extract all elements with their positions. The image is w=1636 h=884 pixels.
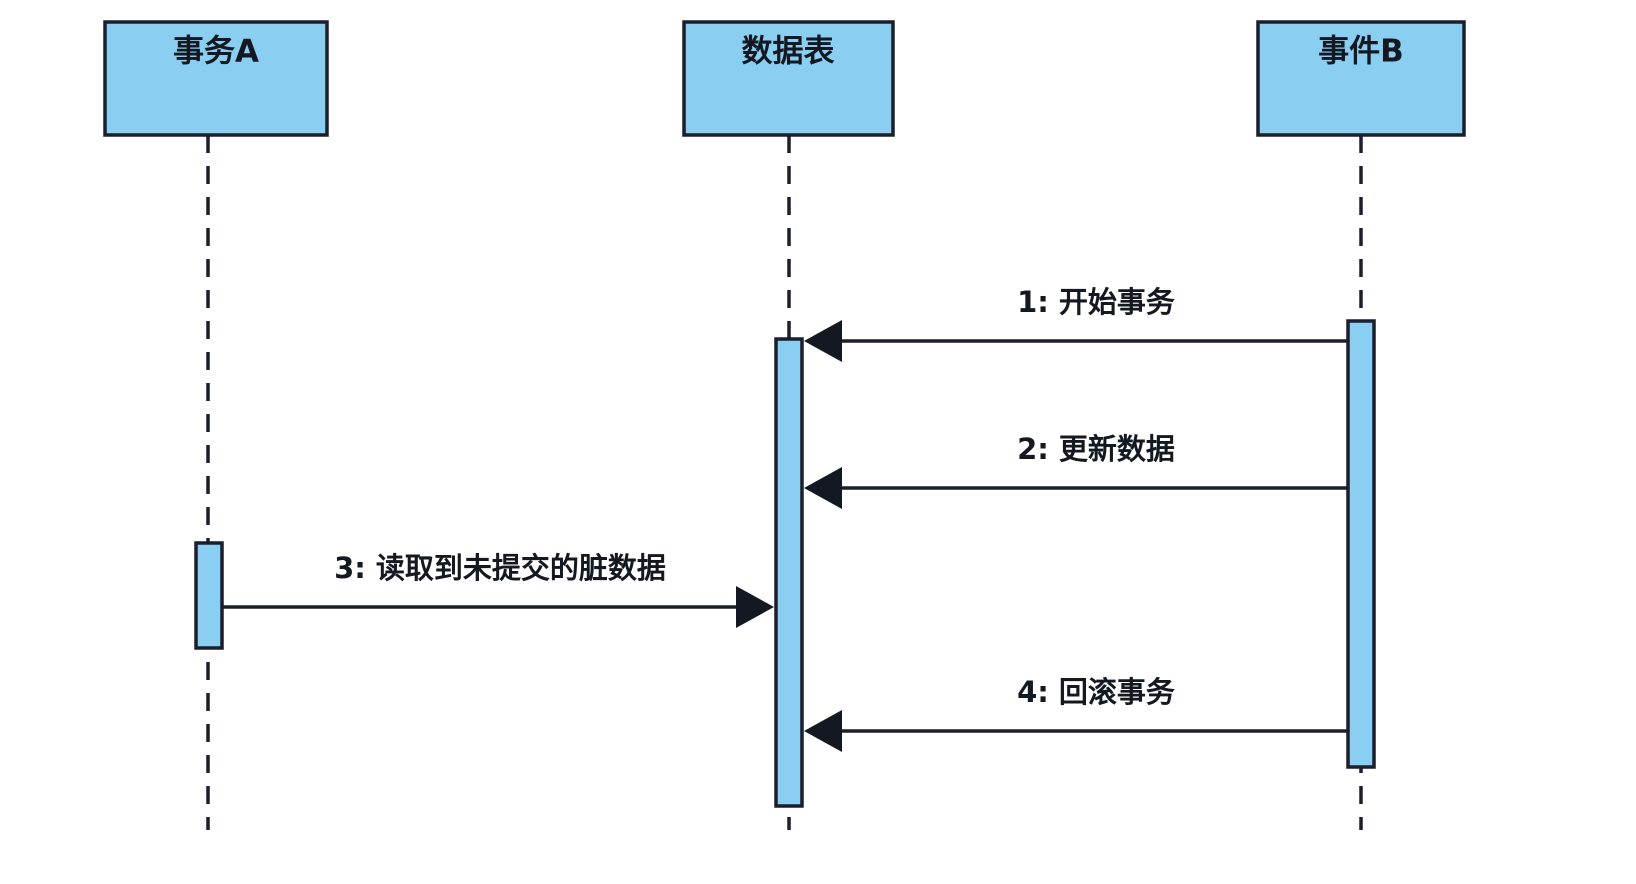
message-4[interactable]: 4: 回滚事务 [804,675,1348,752]
activation-bar-event-b[interactable] [1346,319,1376,769]
participant-box-data-table[interactable] [682,20,895,137]
activation-bar-transaction-a[interactable] [194,541,224,650]
message-1[interactable]: 1: 开始事务 [804,285,1348,362]
message-4-label: 4: 回滚事务 [1017,675,1175,709]
participant-label-event-b: 事件B [1318,34,1404,70]
participant-event-b[interactable]: 事件B [1256,20,1466,137]
participant-box-event-b[interactable] [1256,20,1466,137]
message-3-label: 3: 读取到未提交的脏数据 [334,551,666,585]
message-2-arrowhead [804,467,842,509]
message-4-arrowhead [804,710,842,752]
activation-group [194,319,1376,808]
message-1-label: 1: 开始事务 [1017,285,1175,319]
message-2[interactable]: 2: 更新数据 [804,432,1348,509]
message-3-arrowhead [736,586,774,628]
message-3[interactable]: 3: 读取到未提交的脏数据 [222,551,774,628]
message-1-arrowhead [804,320,842,362]
participant-label-transaction-a: 事务A [173,34,259,70]
message-2-label: 2: 更新数据 [1017,432,1175,466]
activation-bar-data-table[interactable] [774,337,804,808]
participant-box-transaction-a[interactable] [103,20,329,137]
participant-transaction-a[interactable]: 事务A [103,20,329,137]
participant-label-data-table: 数据表 [742,34,835,70]
participant-data-table[interactable]: 数据表 [682,20,895,137]
